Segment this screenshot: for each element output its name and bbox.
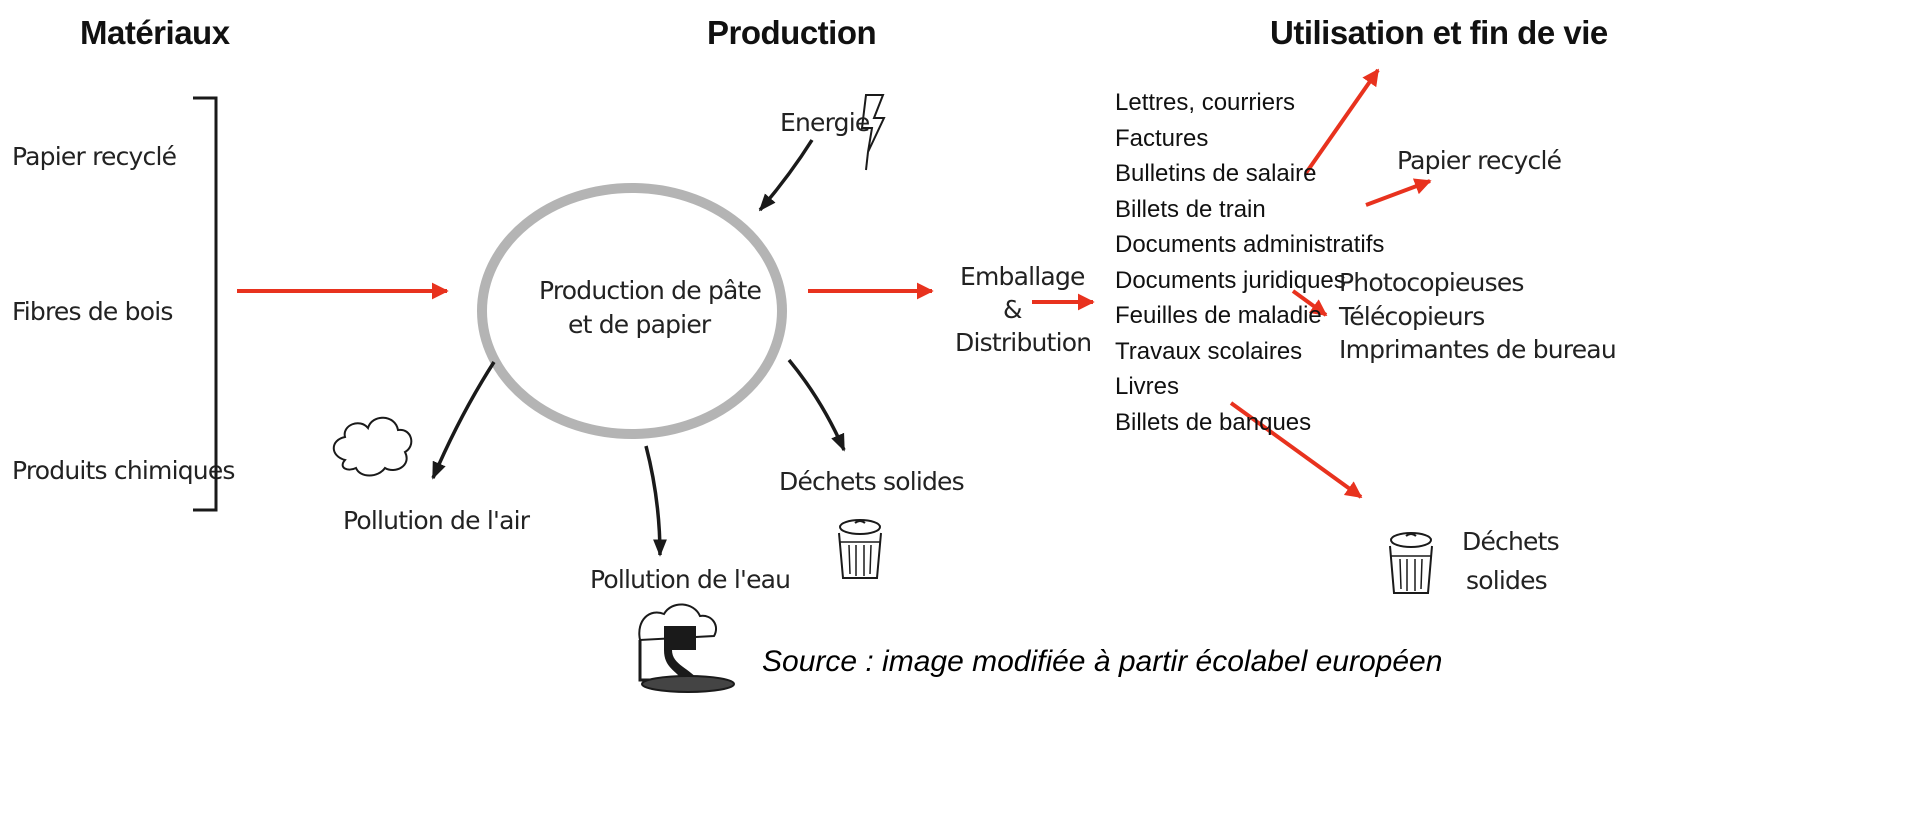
distribution-line1: Emballage xyxy=(960,262,1085,291)
solid-waste-label: Déchets solides xyxy=(779,467,965,496)
uses-list: Lettres, courriers Factures Bulletins de… xyxy=(1115,85,1384,440)
eol-solid-waste-line1: Déchets xyxy=(1462,527,1560,556)
water-pollution-label: Pollution de l'eau xyxy=(590,565,791,594)
distribution-line2: & xyxy=(1003,295,1022,324)
arrow-uses-to-devices xyxy=(1291,289,1328,317)
process-label-line2: et de papier xyxy=(568,310,711,339)
list-item: Feuilles de maladie xyxy=(1115,302,1322,329)
trash-can-icon xyxy=(1389,532,1433,594)
header-use-end-of-life: Utilisation et fin de vie xyxy=(1270,14,1608,51)
list-item: Documents administratifs xyxy=(1115,231,1385,258)
arrow-solid-waste xyxy=(787,358,846,452)
material-recycled-paper: Papier recyclé xyxy=(12,142,177,171)
list-item: Livres xyxy=(1115,373,1180,400)
arrow-energy-in xyxy=(758,139,814,212)
process-label-line1: Production de pâte xyxy=(539,276,762,305)
arrow-air-pollution xyxy=(431,361,496,480)
device-photocopiers: Photocopieuses xyxy=(1339,268,1524,297)
materials-bracket xyxy=(193,96,218,512)
air-pollution-label: Pollution de l'air xyxy=(343,506,530,535)
device-fax: Télécopieurs xyxy=(1339,302,1485,331)
arrow-uses-to-solid-waste xyxy=(1229,401,1363,499)
list-item: Bulletins de salaire xyxy=(1115,160,1317,187)
source-caption: Source : image modifiée à partir écolabe… xyxy=(762,645,1443,678)
arrow-uses-to-recycled-paper xyxy=(1365,178,1432,207)
production-ring xyxy=(477,183,787,439)
list-item: Factures xyxy=(1115,124,1209,152)
device-printers: Imprimantes de bureau xyxy=(1339,335,1617,364)
material-wood-fibres: Fibres de bois xyxy=(12,297,173,326)
header-materials: Matériaux xyxy=(80,14,230,51)
arrow-water-pollution xyxy=(644,445,667,557)
arrow-uses-upward xyxy=(1304,68,1380,175)
cloud-icon xyxy=(332,416,413,477)
eol-solid-waste-line2: solides xyxy=(1466,566,1548,595)
trash-can-icon xyxy=(838,519,882,579)
material-chemicals: Produits chimiques xyxy=(12,456,235,485)
energy-label: Energie xyxy=(780,108,870,137)
list-item: Billets de train xyxy=(1115,195,1266,223)
water-outflow-icon xyxy=(638,603,735,693)
list-item: Billets de banques xyxy=(1115,408,1312,436)
list-item: Documents juridiques xyxy=(1115,266,1346,294)
eol-recycled-paper: Papier recyclé xyxy=(1397,146,1562,175)
lightning-icon xyxy=(860,94,886,171)
header-production: Production xyxy=(707,14,877,51)
list-item: Lettres, courriers xyxy=(1115,89,1296,116)
list-item: Travaux scolaires xyxy=(1115,337,1303,365)
distribution-line3: Distribution xyxy=(955,328,1092,357)
